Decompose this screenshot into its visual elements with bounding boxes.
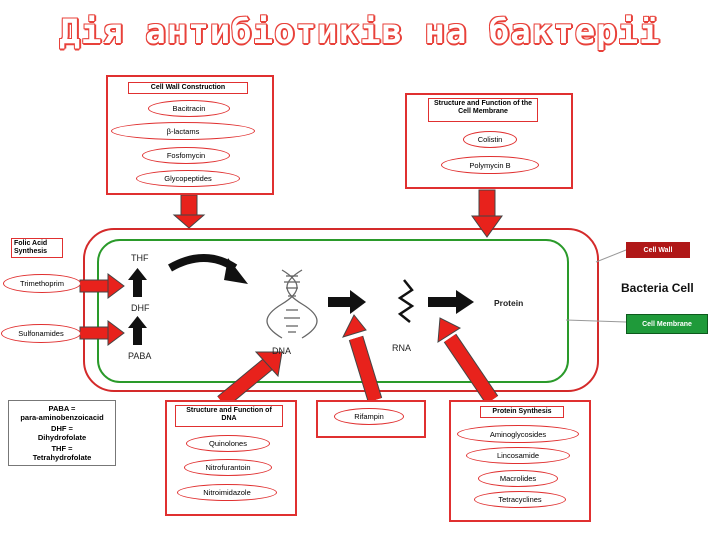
label-protein: Protein — [494, 298, 524, 308]
label-rna: RNA — [392, 343, 412, 353]
rifampin-arrow — [342, 314, 383, 403]
label-dhf: DHF — [131, 303, 150, 313]
trimethoprim-arrow — [79, 273, 125, 299]
drug-sulfonamides: Sulfonamides — [1, 324, 81, 343]
cell-wall-outline — [83, 228, 599, 392]
rna-to-protein-arrow — [428, 290, 474, 314]
drug-trimethoprim: Trimethoprim — [3, 274, 81, 293]
drug-rifampin: Rifampin — [334, 408, 404, 425]
legend-line: para-aminobenzoicacid — [20, 413, 104, 422]
drug-glycopeptides: Glycopeptides — [136, 170, 240, 187]
dhf-to-thf-arrow — [128, 268, 147, 297]
folic-group-header: Folic Acid Synthesis — [11, 238, 63, 258]
drug-quinolones: Quinolones — [186, 435, 270, 452]
membrane-arrow — [471, 189, 503, 238]
dna-group-header: Structure and Function of DNA — [175, 405, 283, 427]
sulfonamides-arrow — [79, 320, 125, 346]
drug-nitrofurantoin: Nitrofurantoin — [184, 459, 272, 476]
drug-colistin: Colistin — [463, 131, 517, 148]
legend-line: Tetrahydrofolate — [32, 453, 92, 462]
page-title: Дія антибіотиків на бактерії — [59, 12, 661, 52]
cell-wall-tag: Cell Wall — [626, 242, 690, 258]
rna-strand-graphic — [397, 279, 415, 323]
drug-nitroimidazole: Nitroimidazole — [177, 484, 277, 501]
drug-tetracyclines: Tetracyclines — [474, 491, 566, 508]
dna-drugs-arrow — [217, 351, 283, 408]
thf-to-dna-arrow — [168, 254, 248, 284]
cell-wall-tag-line — [595, 249, 627, 263]
cell-wall-group-header: Cell Wall Construction — [128, 82, 248, 94]
protein-synthesis-arrow — [437, 317, 499, 405]
label-dna: DNA — [272, 346, 292, 356]
drug-fosfomycin: Fosfomycin — [142, 147, 230, 164]
bacteria-cell-label: Bacteria Cell — [621, 281, 694, 295]
label-thf: THF — [131, 253, 149, 263]
legend-line: Dihydrofolate — [37, 433, 87, 442]
protein-group-header: Protein Synthesis — [480, 406, 564, 418]
drug-bacitracin: Bacitracin — [148, 100, 230, 117]
label-paba: PABA — [128, 351, 152, 361]
legend-line: THF = — [51, 444, 73, 453]
drug-polymycin-b: Polymycin B — [441, 156, 539, 174]
legend-line: PABA = — [48, 404, 76, 413]
abbreviation-legend: PABA = para-aminobenzoicacid DHF = Dihyd… — [8, 400, 116, 466]
drug-lincosamide: Lincosamide — [466, 447, 570, 464]
cell-membrane-outline — [97, 239, 569, 383]
legend-line: DHF = — [51, 424, 73, 433]
paba-to-dhf-arrow — [128, 316, 147, 345]
drug-macrolides: Macrolides — [478, 470, 558, 487]
cell-membrane-tag: Cell Membrane — [626, 314, 708, 334]
dna-to-rna-arrow — [328, 290, 366, 314]
membrane-group-header: Structure and Function of the Cell Membr… — [428, 98, 538, 122]
drug-aminoglycosides: Aminoglycosides — [457, 425, 579, 443]
drug-beta-lactams: β-lactams — [111, 122, 255, 140]
cell-wall-arrow — [172, 194, 206, 229]
dna-helix-graphic — [266, 269, 318, 339]
cell-membrane-tag-line — [565, 319, 627, 323]
